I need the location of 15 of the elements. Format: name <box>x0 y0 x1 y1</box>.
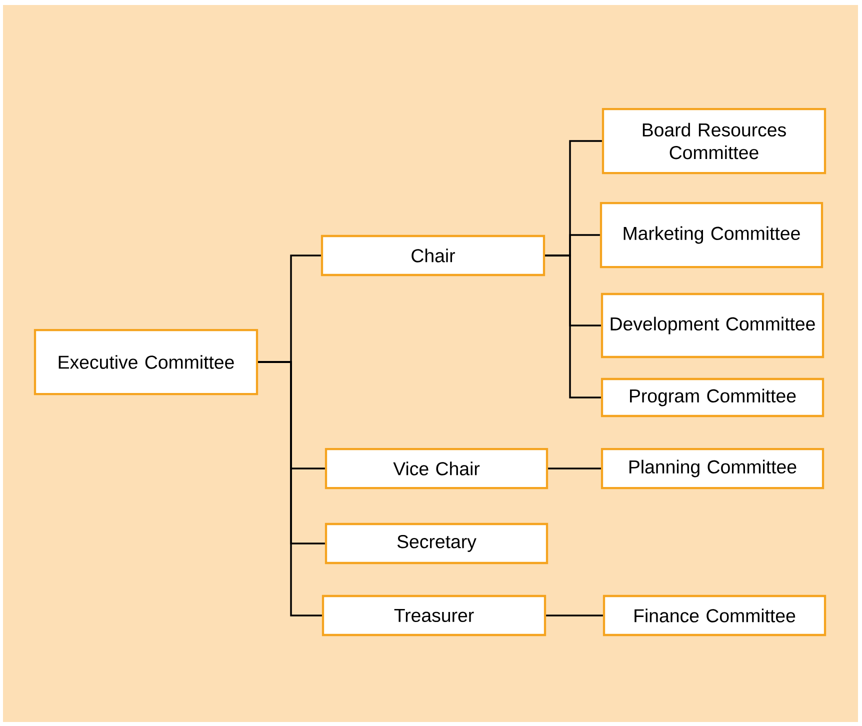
role-box: Marketing Committee <box>600 202 824 268</box>
role-box: Program Committee <box>600 378 824 418</box>
connector-line <box>546 614 603 616</box>
role-box: Planning Committee <box>600 448 824 490</box>
role-box: Treasurer <box>322 594 546 636</box>
role-box: Development Committee <box>600 292 824 358</box>
role-box: Finance Committee <box>602 594 826 636</box>
role-box: Vice Chair <box>324 448 548 490</box>
role-box: Executive Committee <box>34 328 258 396</box>
role-box: Chair <box>320 234 546 276</box>
role-box: Board Resources Committee <box>602 108 826 174</box>
connector-line <box>545 254 601 398</box>
role-box: Secretary <box>324 522 548 564</box>
connector-line <box>548 468 601 470</box>
connector-line <box>258 361 322 616</box>
